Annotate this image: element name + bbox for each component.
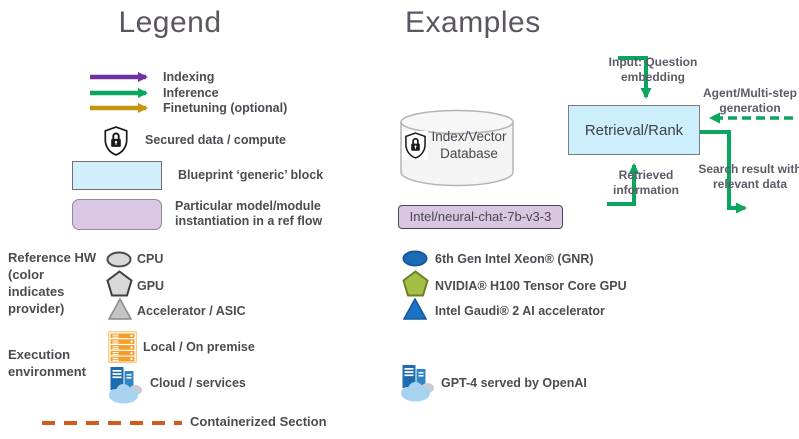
indexing-label: Indexing: [163, 70, 215, 84]
containerized-dashed-line: [42, 419, 182, 427]
nvidia-label: NVIDIA® H100 Tensor Core GPU: [435, 279, 627, 293]
model-block-label: Particular model/module instantiation in…: [175, 199, 323, 229]
model-block-swatch: [72, 199, 162, 230]
database-lock-shield-icon: [402, 131, 428, 160]
retrieval-rank-box: Retrieval/Rank: [568, 105, 700, 155]
xeon-ellipse-icon: [402, 250, 428, 267]
indexing-arrow-icon: [88, 71, 160, 83]
cloud-services-label: Cloud / services: [150, 376, 246, 390]
gaudi-triangle-icon: [403, 298, 427, 320]
gpu-pentagon-icon: [106, 270, 133, 297]
flow-search-label: Search result with relevant data: [698, 162, 799, 191]
database-label: Index/Vector Database: [431, 129, 507, 161]
flow-input-label: Input: Question embedding: [608, 55, 698, 84]
inference-label: Inference: [163, 86, 219, 100]
examples-title: Examples: [405, 6, 541, 39]
legend-title: Legend: [118, 6, 222, 39]
containerized-label: Containerized Section: [190, 414, 327, 429]
cloud-services-icon: [105, 366, 143, 404]
reference-hw-label: Reference HW (color indicates provider): [8, 250, 97, 316]
secured-data-label: Secured data / compute: [145, 133, 287, 147]
index-vector-database: [398, 108, 516, 188]
finetuning-label: Finetuning (optional): [163, 101, 288, 115]
gpt4-cloud-icon: [397, 364, 435, 402]
cpu-label: CPU: [137, 252, 164, 266]
nvidia-pentagon-icon: [402, 270, 429, 297]
model-chip: Intel/neural-chat-7b-v3-3: [398, 205, 563, 229]
generic-block-swatch: [72, 161, 162, 190]
server-rack-icon: [108, 331, 137, 363]
flow-retrieved-label: Retrieved information: [613, 168, 679, 197]
accelerator-triangle-icon: [108, 298, 132, 320]
execution-env-label: Execution environment: [8, 347, 87, 379]
accelerator-label: Accelerator / ASIC: [137, 304, 246, 318]
gpu-label: GPU: [137, 279, 165, 293]
flow-agent-label: Agent/Multi-step generation: [703, 86, 797, 115]
cpu-ellipse-icon: [106, 251, 132, 268]
xeon-label: 6th Gen Intel Xeon® (GNR): [435, 252, 594, 266]
finetuning-arrow-icon: [88, 102, 160, 114]
gaudi-label: Intel Gaudi® 2 AI accelerator: [435, 304, 605, 318]
gpt4-label: GPT-4 served by OpenAI: [441, 376, 587, 390]
local-onpremise-label: Local / On premise: [143, 340, 255, 354]
lock-shield-icon: [101, 125, 131, 157]
inference-arrow-icon: [88, 87, 160, 99]
generic-block-label: Blueprint ‘generic’ block: [178, 168, 324, 182]
